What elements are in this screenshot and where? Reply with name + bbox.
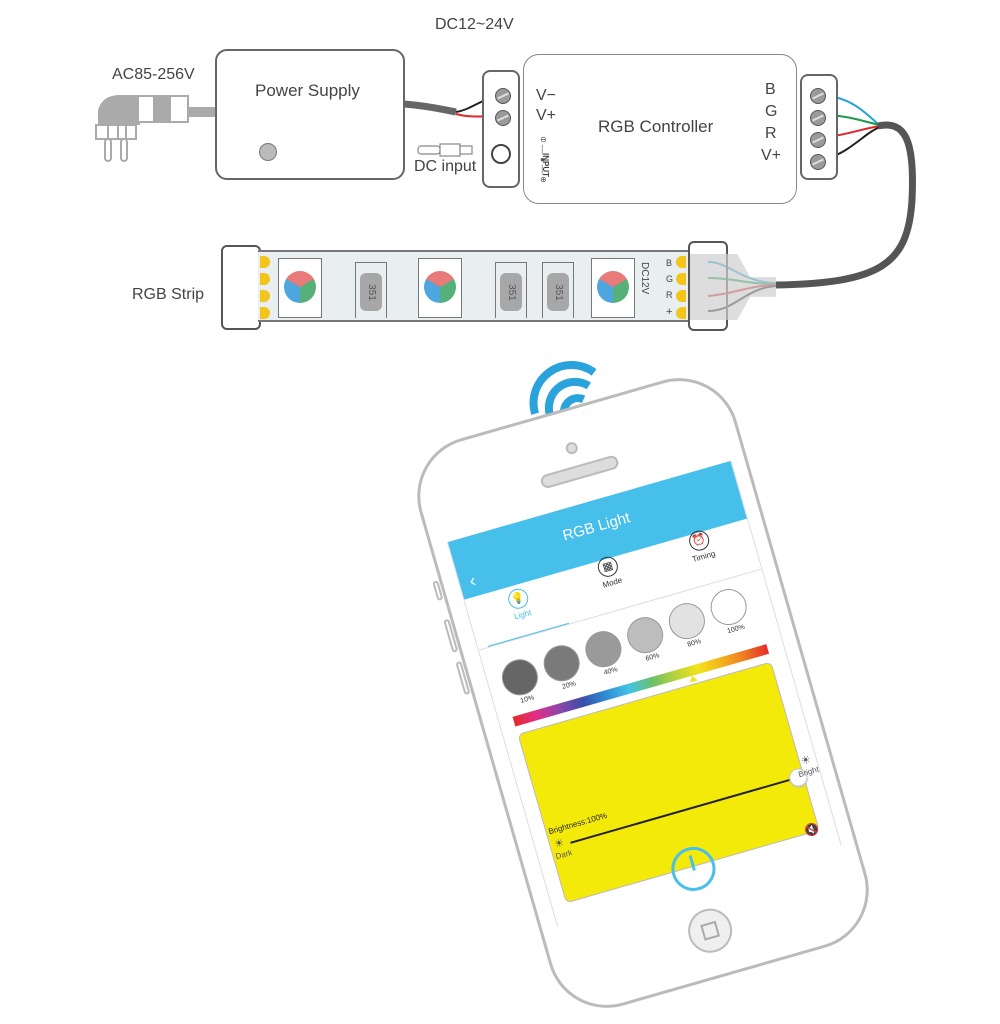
preset-swatch — [664, 598, 710, 644]
dc-socket-icon — [491, 144, 511, 164]
tab-timing-label: Timing — [691, 548, 717, 565]
rgb-strip-label: RGB Strip — [132, 286, 205, 303]
preset-10[interactable]: 10% — [497, 655, 547, 709]
rgb-controller-label: RGB Controller — [598, 117, 714, 136]
resistor: 351 — [355, 262, 387, 318]
solder-pad — [676, 290, 686, 302]
controller-vplus-label: V+ — [536, 107, 557, 124]
resistor: 351 — [495, 262, 527, 318]
rgb-cable — [775, 121, 916, 289]
controller-out-r: R — [765, 125, 777, 142]
rgb-led-chip — [278, 258, 322, 318]
bulb-icon: 💡 — [505, 586, 531, 612]
strip-voltage-label: DC12V — [639, 262, 650, 295]
preset-label: 100% — [726, 623, 746, 636]
dc-range-label: DC12~24V — [435, 16, 514, 33]
controller-vminus-label: V− — [536, 87, 557, 104]
screw-icon — [810, 88, 826, 104]
rgb-led-chip — [591, 258, 635, 318]
ac-plug-icon — [95, 95, 189, 162]
home-square-icon — [700, 920, 721, 941]
preset-80[interactable]: 80% — [664, 598, 714, 652]
preset-label: 80% — [686, 638, 703, 649]
screw-icon — [810, 154, 826, 170]
alarm-clock-icon: ⏰ — [686, 528, 712, 553]
solder-pad — [260, 273, 270, 285]
preset-20[interactable]: 20% — [539, 640, 588, 694]
rgb-controller: V− V+ ⊖│●│⊕ INPUT RGB Controller B G R V… — [523, 54, 797, 204]
screw-icon — [495, 110, 511, 126]
resistor-code: 351 — [552, 283, 564, 301]
tab-light-label: Light — [513, 607, 533, 622]
preset-label: 20% — [561, 680, 577, 691]
preset-label: 10% — [519, 694, 536, 705]
power-supply: Power Supply — [215, 49, 405, 180]
rgb-strip: 351 351 351 DC12V B G R + — [258, 250, 688, 322]
solder-pad — [260, 256, 270, 268]
preset-swatch — [581, 626, 626, 672]
resistor-code: 351 — [365, 283, 377, 301]
power-led-icon — [259, 143, 277, 161]
solder-pad — [676, 256, 686, 268]
preset-swatch — [539, 641, 584, 686]
power-supply-label: Power Supply — [255, 81, 360, 100]
preset-swatch — [706, 584, 751, 630]
strip-pin-r: R — [666, 290, 673, 300]
ac-input-label: AC85-256V — [112, 66, 195, 83]
screw-icon — [810, 132, 826, 148]
polarity-icon: ⊖│●│⊕ — [540, 135, 547, 184]
controller-input-terminal — [482, 70, 520, 188]
controller-out-b: B — [765, 81, 776, 98]
preset-swatch — [497, 655, 543, 700]
preset-label: 40% — [603, 666, 619, 677]
ac-cord — [186, 107, 218, 117]
tab-mode-label: Mode — [601, 575, 624, 590]
preset-swatch — [622, 612, 668, 658]
screw-icon — [495, 88, 511, 104]
chevron-left-icon[interactable]: ‹ — [466, 570, 479, 592]
dc-cable — [403, 100, 457, 116]
hue-marker[interactable] — [688, 674, 698, 683]
strip-end-cap — [221, 245, 261, 330]
resistor-code: 351 — [505, 283, 517, 301]
screw-icon — [810, 110, 826, 126]
solder-pad — [676, 273, 686, 285]
input-label: INPUT — [541, 153, 550, 177]
controller-out-g: G — [765, 103, 778, 120]
preset-label: 60% — [644, 652, 661, 663]
preset-40[interactable]: 40% — [581, 626, 630, 680]
preset-60[interactable]: 60% — [622, 612, 672, 666]
grid-icon: ▦ — [595, 554, 621, 580]
solder-pad — [676, 307, 686, 319]
rgb-led-chip — [418, 258, 462, 318]
resistor: 351 — [542, 262, 574, 318]
strip-pin-g: G — [666, 274, 674, 284]
dc-input-label: DC input — [414, 158, 477, 175]
controller-out-vplus: V+ — [761, 147, 782, 164]
solder-pad — [260, 290, 270, 302]
dc-jack-icon — [417, 143, 473, 157]
strip-pin-plus: + — [666, 306, 673, 318]
preset-100[interactable]: 100% — [706, 584, 755, 638]
solder-pad — [260, 307, 270, 319]
strip-pin-b: B — [666, 258, 673, 268]
controller-output-terminal — [800, 74, 838, 180]
